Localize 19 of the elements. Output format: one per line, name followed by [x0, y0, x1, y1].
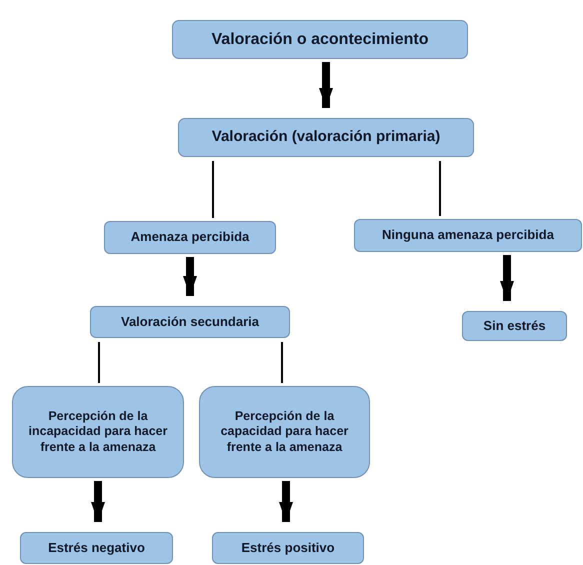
thick-arrow	[183, 257, 197, 296]
process-box: Sin estrés	[462, 311, 567, 341]
process-box: Valoración secundaria	[90, 306, 290, 338]
connector-line	[98, 342, 100, 383]
thick-arrow	[500, 255, 514, 301]
connector-line	[439, 161, 441, 216]
process-box: Estrés negativo	[20, 532, 173, 564]
connector-line	[212, 161, 214, 218]
process-box: Valoración o acontecimiento	[172, 20, 468, 59]
process-box: Percepción de la incapacidad para hacer frente a la amenaza	[12, 386, 184, 478]
thick-arrow	[319, 62, 333, 108]
connector-line	[281, 342, 283, 383]
process-box: Amenaza percibida	[104, 221, 276, 254]
thick-arrow	[279, 481, 293, 522]
thick-arrow	[91, 481, 105, 522]
process-box: Estrés positivo	[212, 532, 364, 564]
process-box: Percepción de la capacidad para hacer frente a la amenaza	[199, 386, 370, 478]
process-box: Ninguna amenaza percibida	[354, 219, 582, 252]
process-box: Valoración (valoración primaria)	[178, 118, 474, 157]
